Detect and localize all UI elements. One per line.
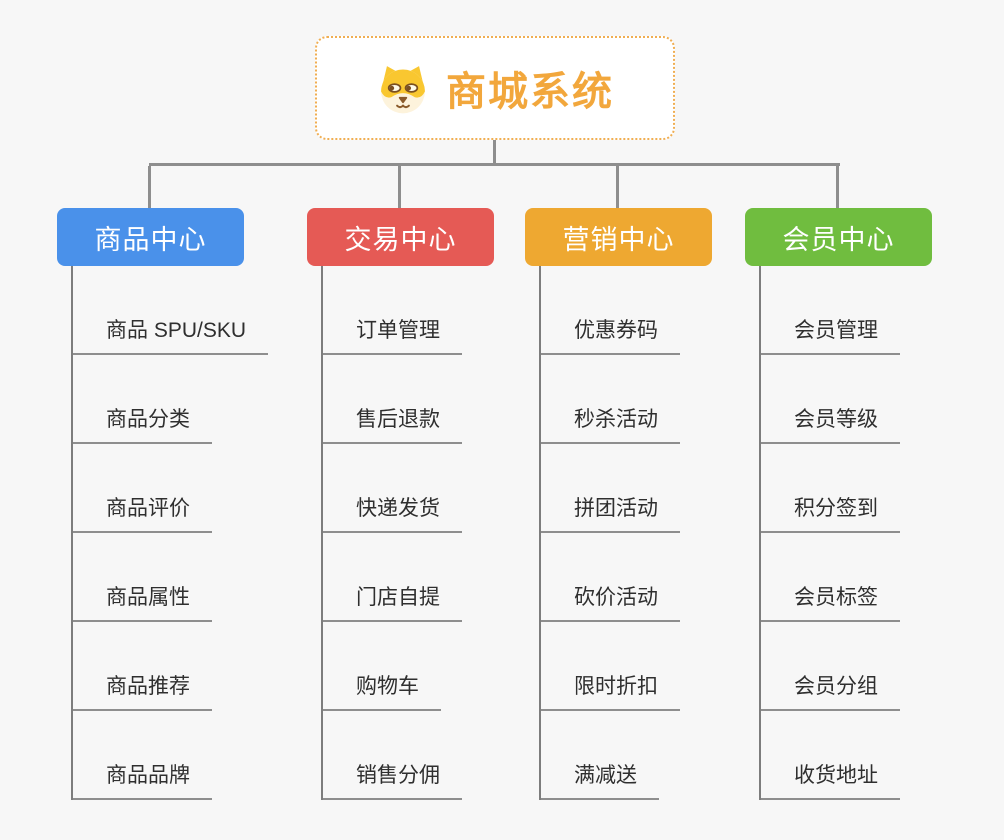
mindmap-item[interactable]: 商品分类 [73, 355, 212, 444]
branch-label: 会员中心 [782, 224, 895, 255]
root-node[interactable]: 商城系统 [315, 36, 675, 140]
mindmap-item[interactable]: 快递发货 [323, 444, 462, 533]
mindmap-item[interactable]: 销售分佣 [323, 711, 462, 800]
connector-drop-trade [398, 166, 401, 208]
mindmap-item[interactable]: 商品推荐 [73, 622, 212, 711]
branch-column-trade: 订单管理 售后退款 快递发货 门店自提 购物车 销售分佣 [321, 266, 462, 800]
branch-node-goods-center[interactable]: 商品中心 [57, 208, 244, 266]
connector-horizontal-bar [149, 163, 840, 166]
mindmap-item[interactable]: 优惠券码 [541, 266, 680, 355]
mindmap-item[interactable]: 商品 SPU/SKU [73, 266, 269, 355]
branch-label: 商品中心 [94, 224, 207, 255]
mindmap-item[interactable]: 会员管理 [761, 266, 900, 355]
connector-drop-member [836, 166, 839, 208]
branch-node-marketing-center[interactable]: 营销中心 [525, 208, 712, 266]
branch-label: 营销中心 [562, 224, 675, 255]
mindmap-item[interactable]: 商品评价 [73, 444, 212, 533]
mindmap-item[interactable]: 订单管理 [323, 266, 462, 355]
mindmap-item[interactable]: 收货地址 [761, 711, 900, 800]
dog-face-icon [376, 61, 430, 115]
mindmap-item[interactable]: 售后退款 [323, 355, 462, 444]
mindmap-item[interactable]: 拼团活动 [541, 444, 680, 533]
mindmap-item[interactable]: 商品属性 [73, 533, 212, 622]
mindmap-item[interactable]: 砍价活动 [541, 533, 680, 622]
branch-column-marketing: 优惠券码 秒杀活动 拼团活动 砍价活动 限时折扣 满减送 [539, 266, 680, 800]
mindmap-item[interactable]: 积分签到 [761, 444, 900, 533]
mindmap-item[interactable]: 会员标签 [761, 533, 900, 622]
connector-drop-marketing [616, 166, 619, 208]
branch-node-member-center[interactable]: 会员中心 [745, 208, 932, 266]
branch-node-trade-center[interactable]: 交易中心 [307, 208, 494, 266]
connector-root-stub [493, 140, 496, 163]
branch-column-member: 会员管理 会员等级 积分签到 会员标签 会员分组 收货地址 [759, 266, 900, 800]
root-title: 商城系统 [446, 70, 614, 114]
mindmap-item[interactable]: 限时折扣 [541, 622, 680, 711]
mindmap-item[interactable]: 商品品牌 [73, 711, 212, 800]
connector-drop-goods [148, 166, 151, 208]
branch-label: 交易中心 [344, 224, 457, 255]
mindmap-item[interactable]: 会员等级 [761, 355, 900, 444]
branch-column-goods: 商品 SPU/SKU 商品分类 商品评价 商品属性 商品推荐 商品品牌 [71, 266, 269, 800]
mindmap-item[interactable]: 秒杀活动 [541, 355, 680, 444]
mindmap-item[interactable]: 购物车 [323, 622, 441, 711]
mindmap-item[interactable]: 门店自提 [323, 533, 462, 622]
mindmap-item[interactable]: 会员分组 [761, 622, 900, 711]
mindmap-item[interactable]: 满减送 [541, 711, 659, 800]
